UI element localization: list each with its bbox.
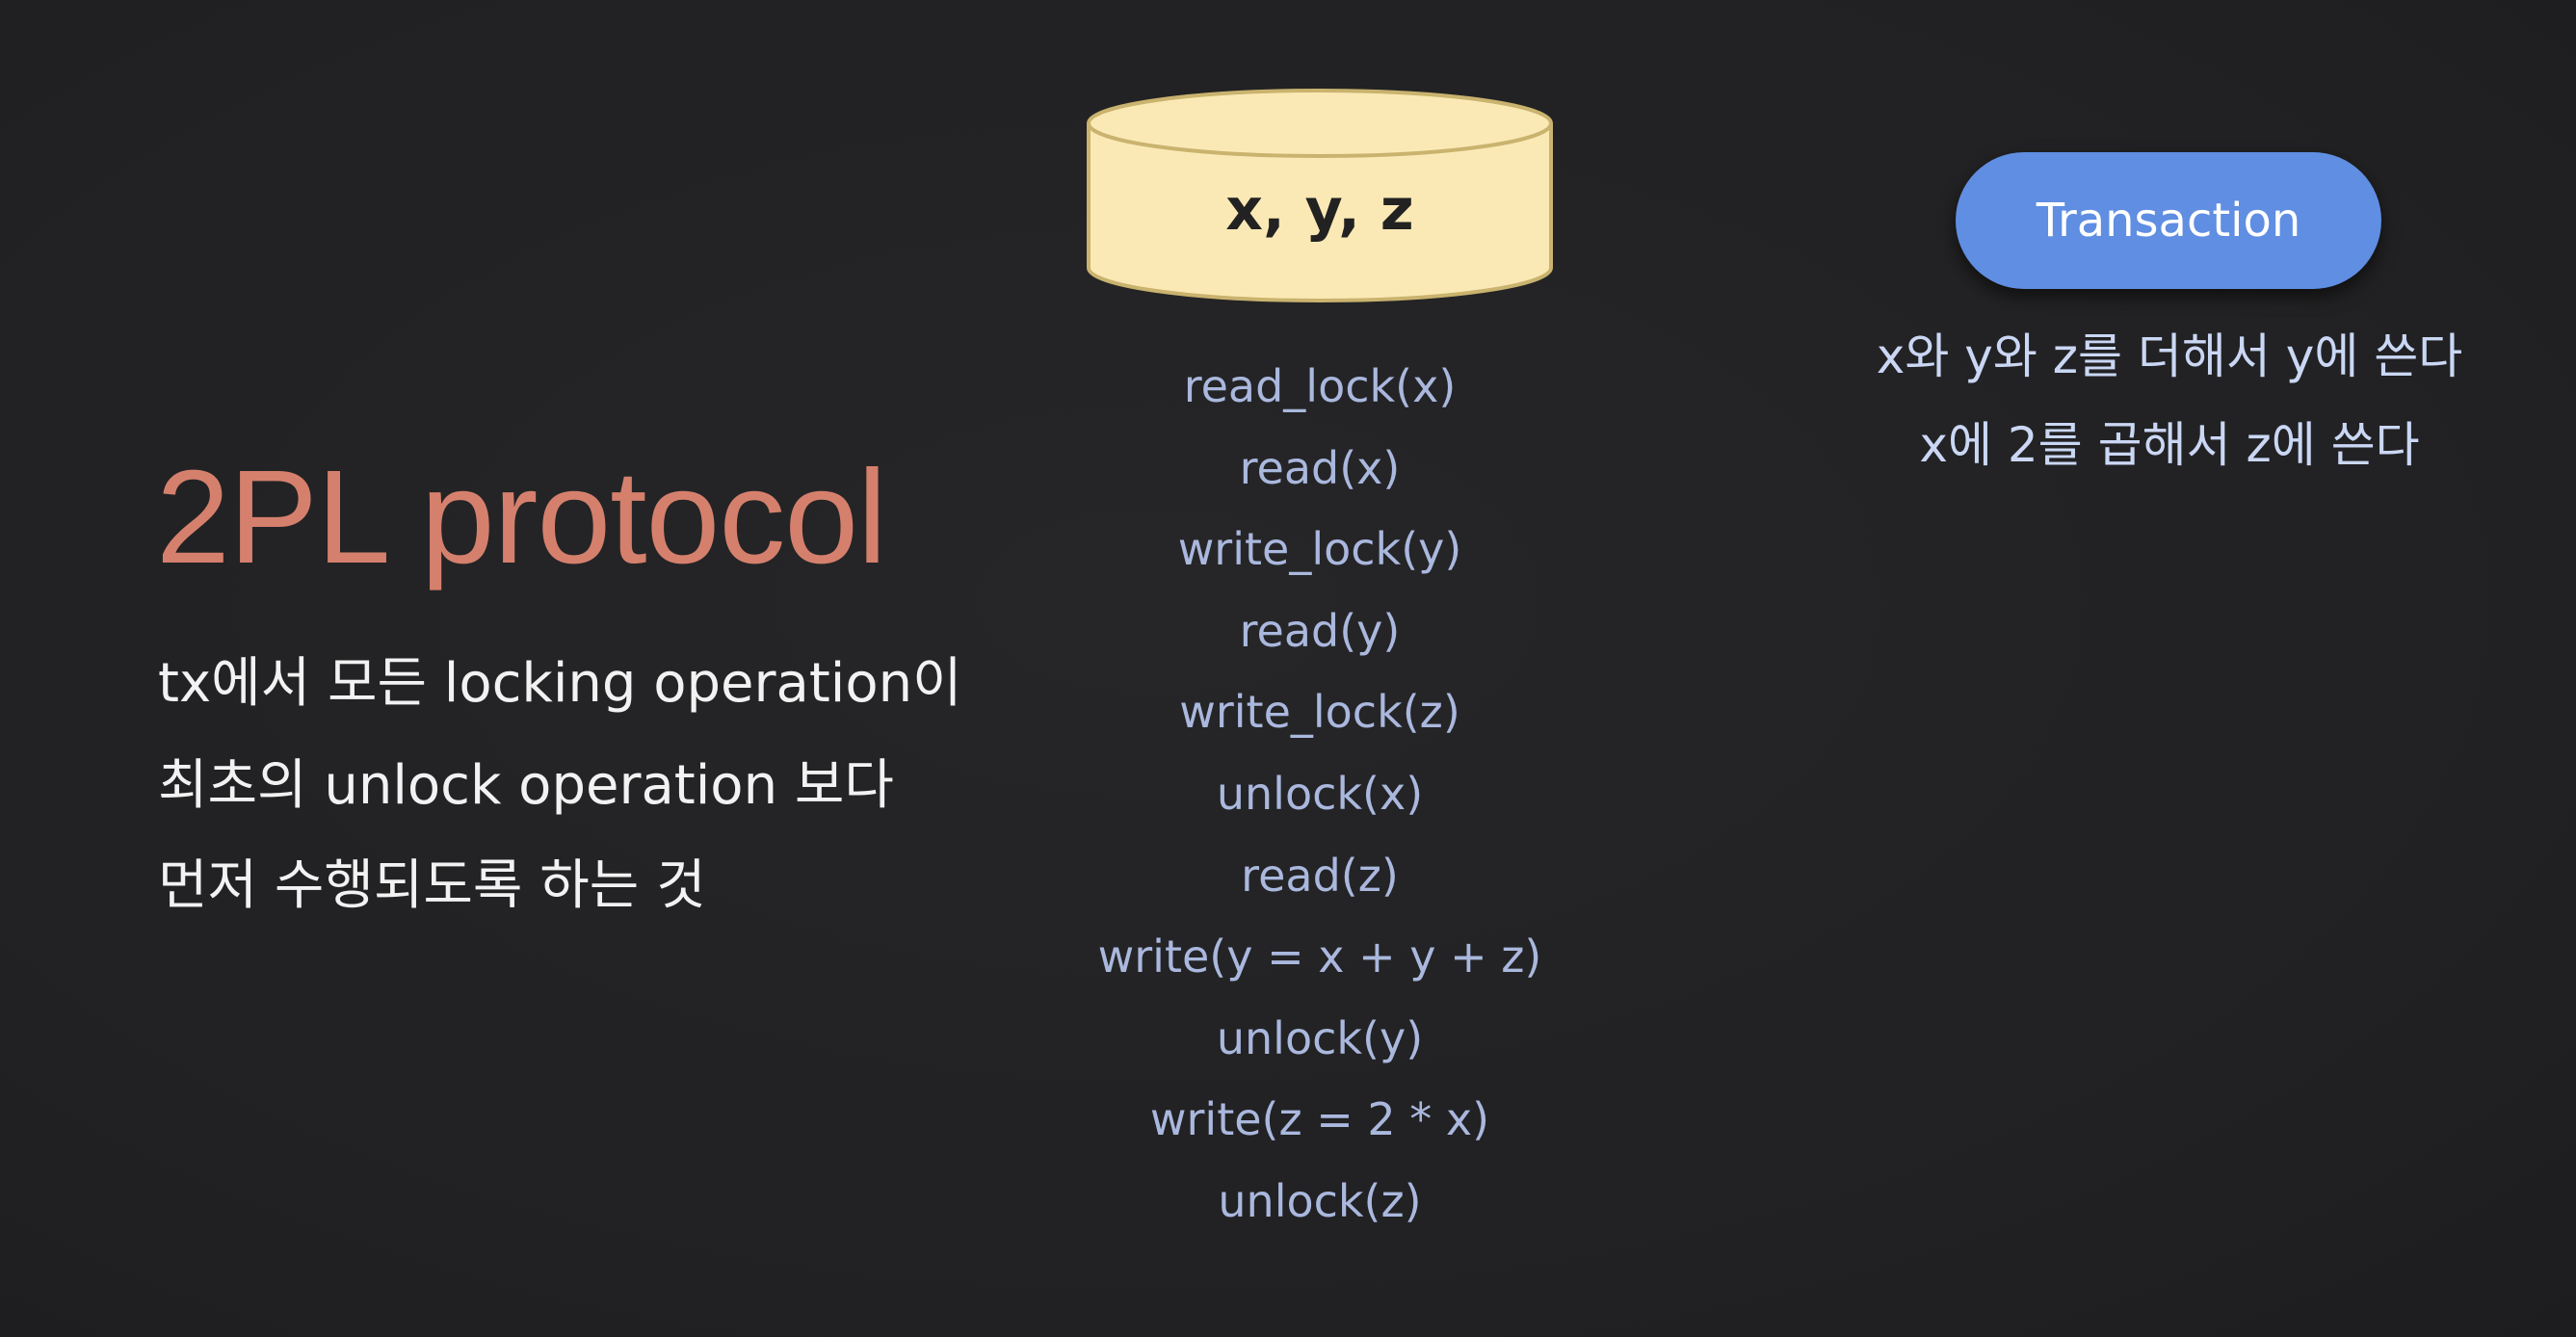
description-line-3: 먼저 수행되도록 하는 것: [158, 854, 706, 917]
operation-unlock-z: unlock(z): [1218, 1175, 1422, 1227]
operation-write-z: write(z = 2 * x): [1149, 1093, 1490, 1145]
database-cylinder-top: [1087, 89, 1553, 158]
operation-read-y: read(y): [1239, 605, 1401, 657]
operation-read-x: read(x): [1239, 442, 1401, 494]
operation-write-lock-y: write_lock(y): [1177, 523, 1462, 575]
description-line-1: tx에서 모든 locking operation이: [158, 652, 962, 715]
operation-read-lock-x: read_lock(x): [1183, 360, 1457, 412]
transaction-button[interactable]: Transaction: [1956, 152, 2381, 289]
database-cylinder-body: [1087, 123, 1553, 302]
description-line-2: 최초의 unlock operation 보다: [158, 754, 894, 817]
database-label: x, y, z: [1225, 176, 1413, 244]
operation-unlock-x: unlock(x): [1216, 768, 1424, 820]
transaction-note-1: x와 y와 z를 더해서 y에 쓴다: [1876, 328, 2463, 384]
operation-write-y: write(y = x + y + z): [1097, 931, 1542, 983]
operation-write-lock-z: write_lock(z): [1179, 686, 1460, 738]
transaction-label: Transaction: [2036, 194, 2301, 248]
slide-title: 2PL protocol: [156, 443, 887, 591]
operation-unlock-y: unlock(y): [1216, 1012, 1424, 1064]
database-cylinder-icon: x, y, z: [1087, 89, 1553, 302]
transaction-note-2: x에 2를 곱해서 z에 쓴다: [1919, 417, 2420, 473]
operation-read-z: read(z): [1241, 850, 1399, 902]
